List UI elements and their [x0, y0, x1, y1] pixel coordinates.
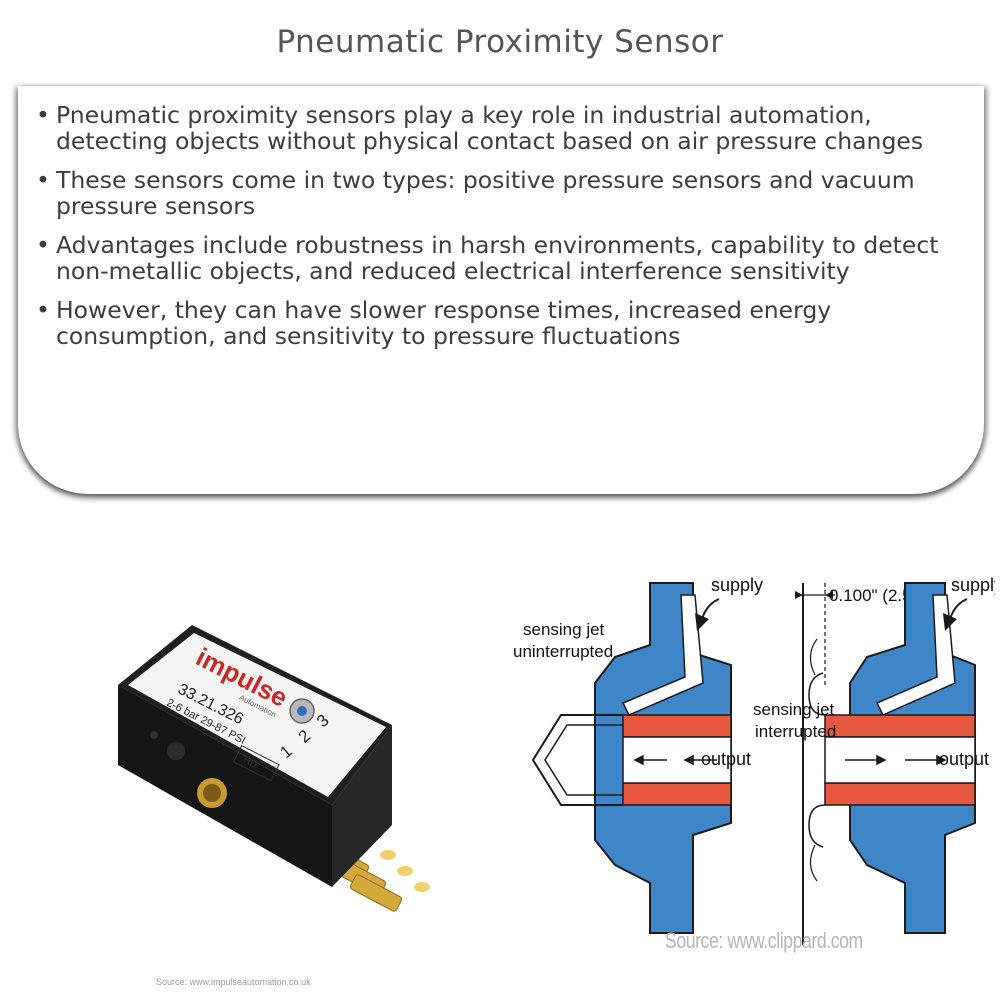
left-sensing-label: uninterrupted	[513, 642, 613, 661]
bullet-item: Pneumatic proximity sensors play a key r…	[36, 102, 956, 154]
gap-dimension-label: 0.100" (2.5)	[829, 586, 917, 605]
product-source-credit: Source: www.impulseautomation.co.uk	[156, 977, 311, 987]
left-sensing-label: sensing jet	[523, 620, 605, 639]
diagram-source-credit: Source: www.clippard.com	[665, 928, 863, 953]
bullet-item: However, they can have slower response t…	[36, 297, 956, 349]
sensor-product-photo: impulse Automation 33.21.326 2-6 bar 29-…	[118, 625, 430, 912]
right-sensing-label: sensing jet	[753, 700, 835, 719]
diagram-right: 0.100" (2.5) supply sensing jet interrup…	[753, 575, 995, 945]
bullet-item: These sensors come in two types: positiv…	[36, 167, 956, 219]
right-sensing-label: interrupted	[755, 722, 836, 741]
bullet-item: Advantages include robustness in harsh e…	[36, 232, 956, 284]
bullet-list: Pneumatic proximity sensors play a key r…	[36, 102, 956, 362]
sensor-label: impulse Automation 33.21.326 2-6 bar 29-…	[128, 633, 386, 797]
right-supply-label: supply	[951, 575, 995, 595]
diagram-left: supply sensing jet uninterrupted output	[513, 575, 763, 934]
page-title: Pneumatic Proximity Sensor	[276, 24, 724, 60]
left-supply-label: supply	[711, 575, 763, 595]
sensor-diagram: supply sensing jet uninterrupted output …	[513, 575, 995, 945]
left-output-label: output	[701, 749, 751, 769]
right-output-label: output	[939, 749, 989, 769]
